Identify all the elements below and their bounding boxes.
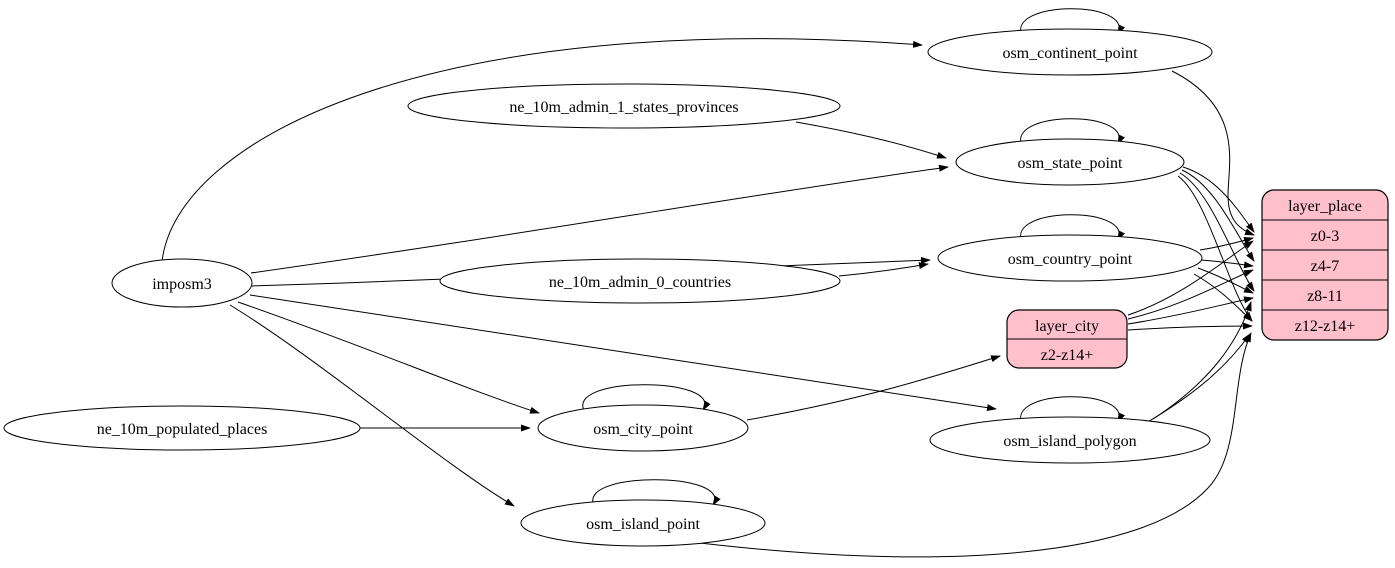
edge-country-z12 <box>1193 273 1253 322</box>
edge-islandpolygon-z8 <box>1152 301 1252 420</box>
node-ne-10m-populated-places: ne_10m_populated_places <box>3 405 361 451</box>
node-country-label: osm_country_point <box>1008 251 1133 268</box>
node-osm-country-point: osm_country_point <box>937 234 1203 282</box>
edge-state-z8 <box>1179 172 1255 292</box>
edge-continent-z0 <box>1171 70 1255 236</box>
record-layer-city: layer_city z2-z14+ <box>1006 309 1128 369</box>
selfloop-country <box>1020 214 1125 243</box>
edge-imposm3-city <box>237 301 540 414</box>
selfloop-continent <box>1020 8 1125 37</box>
node-island-polygon-label: osm_island_polygon <box>1003 433 1136 450</box>
edge-country-z0 <box>1199 236 1254 251</box>
node-city-label: osm_city_point <box>593 421 693 438</box>
node-imposm3-label: imposm3 <box>152 276 212 293</box>
node-osm-state-point: osm_state_point <box>955 138 1185 186</box>
node-continent-label: osm_continent_point <box>1002 45 1138 62</box>
node-island-point-label: osm_island_point <box>586 516 700 533</box>
edge-ne-states-state <box>795 121 947 159</box>
edge-state-z0 <box>1182 166 1255 233</box>
nodes: imposm3 ne_10m_admin_1_states_provinces … <box>3 28 1389 547</box>
edge-ne-countries-country <box>838 262 929 277</box>
edge-layercity-z8 <box>1127 296 1254 325</box>
node-ne-countries-label: ne_10m_admin_0_countries <box>549 274 731 291</box>
record-layer-place: layer_place z0-3 z4-7 z8-11 z12-z14+ <box>1261 189 1389 341</box>
layer-place-row-z8: z8-11 <box>1307 288 1343 305</box>
edge-islandpolygon-z12 <box>1145 333 1251 424</box>
layer-place-row-z4: z4-7 <box>1311 258 1339 275</box>
node-ne-10m-admin-0-countries: ne_10m_admin_0_countries <box>439 258 841 304</box>
node-ne-places-label: ne_10m_populated_places <box>97 421 268 438</box>
selfloop-state <box>1020 118 1125 147</box>
selfloop-island-polygon <box>1020 396 1125 425</box>
edge-state-z12 <box>1177 175 1253 322</box>
node-osm-island-point: osm_island_point <box>520 499 766 547</box>
edge-layercity-z0 <box>1127 240 1254 316</box>
node-state-label: osm_state_point <box>1018 155 1123 172</box>
node-ne-10m-admin-1-states-provinces: ne_10m_admin_1_states_provinces <box>407 83 841 129</box>
layer-place-row-z12: z12-z14+ <box>1295 318 1356 335</box>
edge-islandpoint-z12 <box>699 332 1252 558</box>
layer-city-row-z2: z2-z14+ <box>1041 347 1094 364</box>
edge-country-z8 <box>1197 267 1254 294</box>
layer-place-title: layer_place <box>1288 198 1362 215</box>
edge-imposm3-state <box>250 164 949 274</box>
edge-layercity-z12 <box>1127 322 1253 331</box>
edge-imposm3-continent <box>161 38 923 263</box>
node-osm-continent-point: osm_continent_point <box>927 28 1213 76</box>
edge-imposm3-island-point <box>229 304 515 507</box>
edge-imposm3-island-polygon <box>249 294 997 412</box>
selfloop-city <box>582 384 711 413</box>
edge-city-layercity <box>746 355 1001 421</box>
layer-place-row-z0: z0-3 <box>1311 228 1339 245</box>
node-osm-city-point: osm_city_point <box>537 404 749 452</box>
edge-country-z4 <box>1200 259 1254 269</box>
node-ne-states-label: ne_10m_admin_1_states_provinces <box>509 99 738 116</box>
selfloop-island-point <box>592 479 721 508</box>
node-imposm3: imposm3 <box>111 258 253 308</box>
edge-state-z4 <box>1181 169 1255 262</box>
edge-layercity-z4 <box>1127 269 1254 320</box>
node-osm-island-polygon: osm_island_polygon <box>929 416 1211 464</box>
layer-city-title: layer_city <box>1035 318 1099 335</box>
